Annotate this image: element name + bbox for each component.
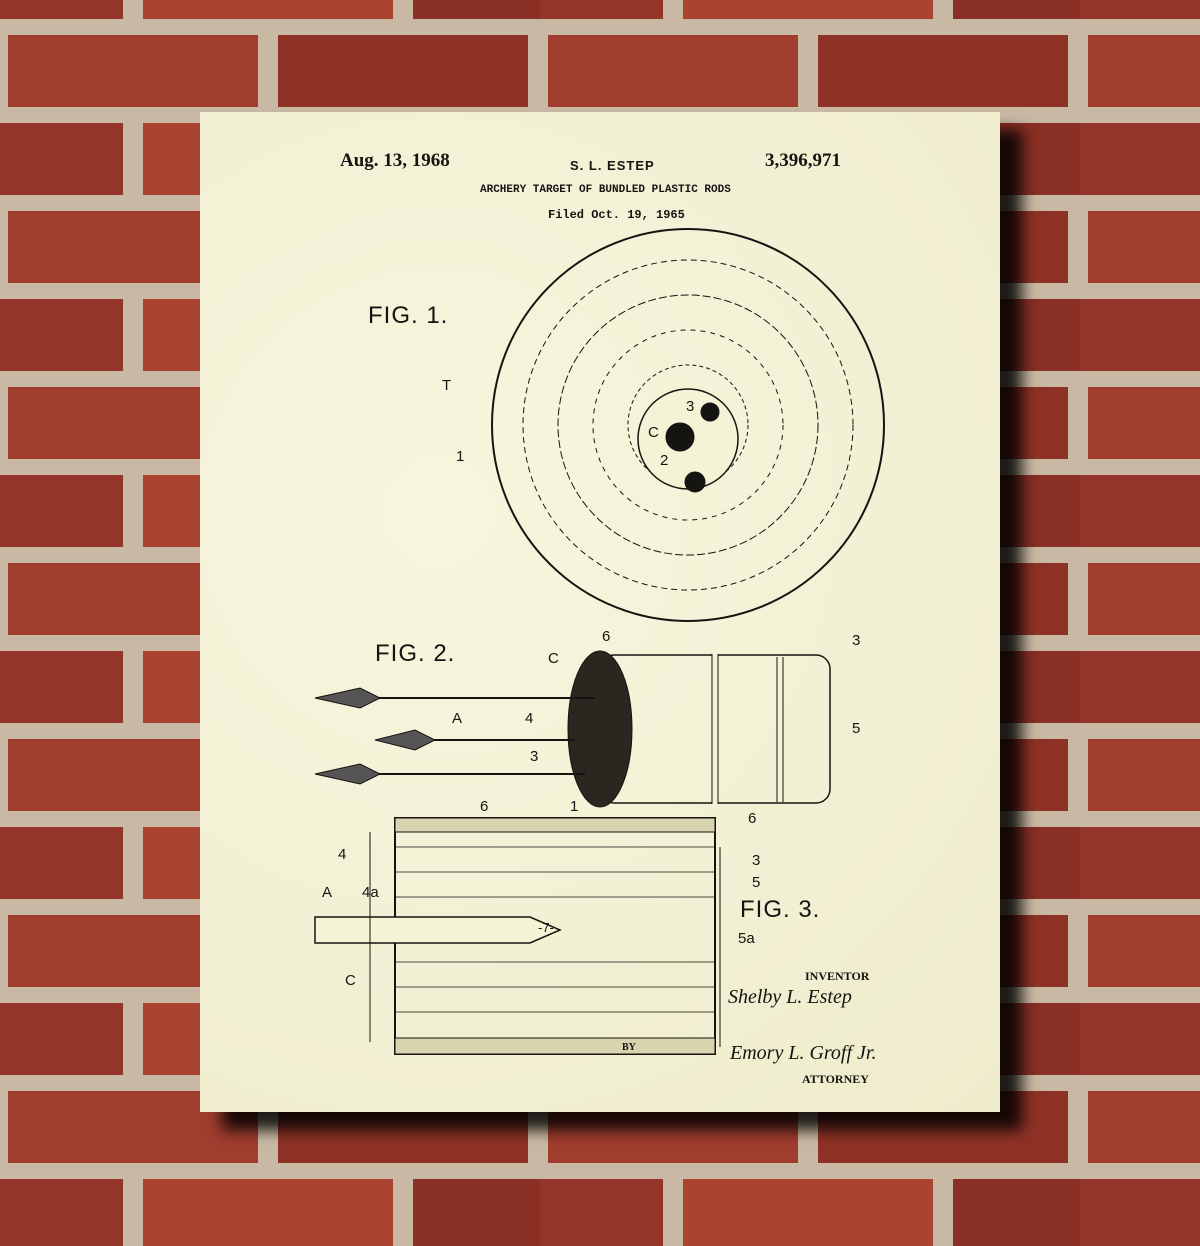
- fig2-ref: 4: [525, 710, 534, 727]
- attorney-label: ATTORNEY: [802, 1072, 869, 1086]
- fig3-label: FIG. 3.: [740, 896, 821, 923]
- fig2-ref: A: [452, 710, 463, 727]
- fig3-ref: 6: [480, 798, 489, 815]
- fig3-ref: 4: [338, 846, 347, 863]
- fig3-ref: BY: [622, 1042, 636, 1053]
- fig3-section-drawing: [314, 817, 721, 1055]
- fig3-ref: 5a: [738, 930, 755, 947]
- inventor-signature: Shelby L. Estep: [728, 986, 852, 1008]
- patent-date: Aug. 13, 1968: [340, 150, 450, 171]
- fig1-ref: C: [648, 424, 659, 441]
- fig3-ref: C: [345, 972, 356, 989]
- fig3-ref: 4a: [362, 884, 379, 901]
- fig1-target-drawing: [491, 228, 885, 622]
- fig2-ref: C: [548, 650, 559, 667]
- fig1-label: FIG. 1.: [368, 302, 449, 329]
- fig3-ref: -7-: [538, 920, 554, 935]
- filed-date: Filed Oct. 19, 1965: [548, 208, 685, 222]
- patent-poster: Aug. 13, 1968 S. L. ESTEP 3,396,971 ARCH…: [200, 112, 1000, 1112]
- patent-drawings: [314, 228, 885, 1055]
- fig2-cylinder-drawing: [314, 650, 831, 808]
- fig2-ref: 3: [852, 632, 861, 649]
- attorney-signature: Emory L. Groff Jr.: [730, 1042, 877, 1064]
- inventor-header: S. L. ESTEP: [570, 158, 655, 173]
- fig3-ref: 3: [752, 852, 761, 869]
- inventor-label: INVENTOR: [805, 969, 870, 983]
- fig2-label: FIG. 2.: [375, 640, 456, 667]
- fig1-ref: T: [442, 377, 452, 394]
- fig1-ref: 3: [686, 398, 695, 415]
- fig3-ref: 1: [570, 798, 579, 815]
- fig1-ref: 2: [660, 452, 669, 469]
- patent-title: ARCHERY TARGET OF BUNDLED PLASTIC RODS: [480, 184, 731, 196]
- fig2-ref: 5: [852, 720, 861, 737]
- fig2-ref: 3: [530, 748, 539, 765]
- fig2-ref: 6: [748, 810, 757, 827]
- fig3-ref: A: [322, 884, 333, 901]
- fig1-ref: 1: [456, 448, 465, 465]
- fig3-ref: 5: [752, 874, 761, 891]
- patent-number: 3,396,971: [765, 150, 841, 171]
- fig2-ref: 6: [602, 628, 611, 645]
